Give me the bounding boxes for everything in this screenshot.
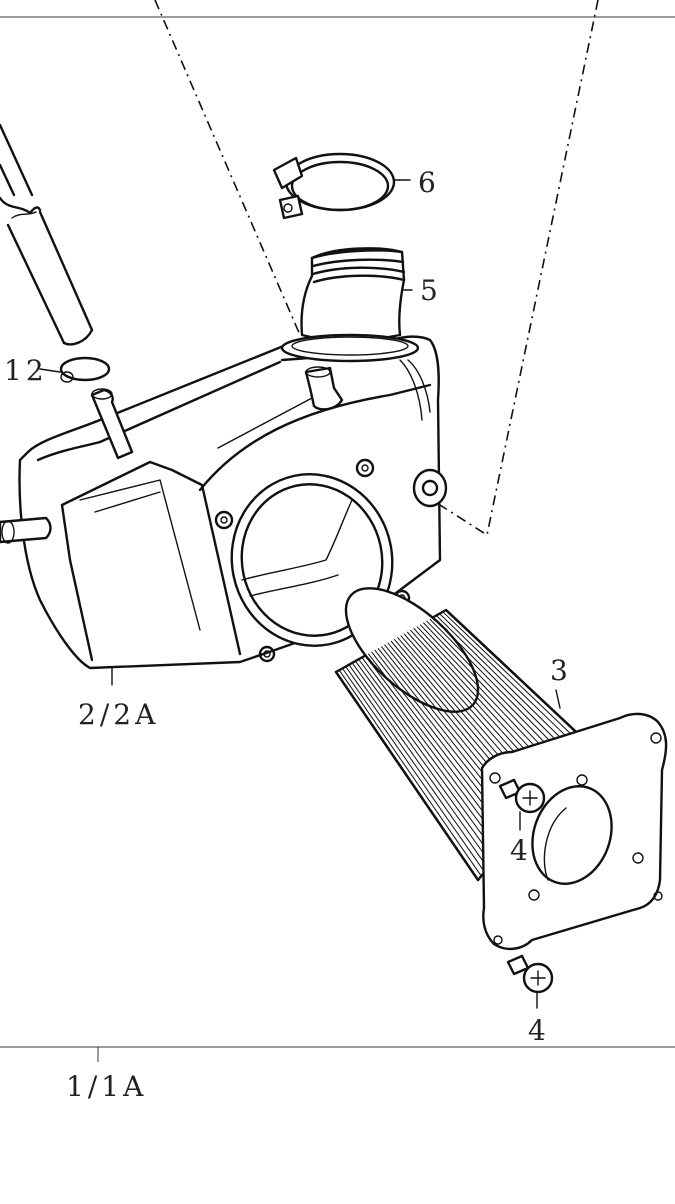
- callout-clamp: 6: [418, 166, 436, 199]
- filter-pleat-line: [435, 615, 581, 758]
- filter-pleat-line: [348, 664, 492, 865]
- filter-pleat-line: [442, 611, 588, 750]
- hose-clamp: [272, 152, 411, 220]
- filter-pleat-line: [432, 616, 578, 762]
- callout-clip: 12: [4, 354, 48, 387]
- callout-screw-upper: 4: [510, 834, 528, 867]
- elbow-hose: [300, 247, 413, 347]
- filter-leader: [555, 689, 561, 709]
- filter-pleat-line: [439, 613, 584, 754]
- callout-filter-element: 3: [550, 654, 568, 687]
- filter-pleat-line: [361, 657, 505, 849]
- filter-pleat-line: [358, 658, 502, 853]
- inlet-tube: [0, 123, 94, 346]
- callout-assembly: 1/1A: [66, 1070, 147, 1103]
- callout-air-box: 2/2A: [78, 698, 159, 731]
- filter-pleat-line: [345, 666, 489, 869]
- screw-upper: [498, 778, 546, 831]
- callout-elbow-hose: 5: [420, 274, 438, 307]
- hose-clip: [39, 356, 111, 383]
- filter-pleat-line: [351, 662, 495, 861]
- assembly-guide-lines: [154, 0, 599, 537]
- filter-end-plate: [480, 712, 668, 951]
- filter-pleat-line: [342, 668, 485, 873]
- filter-pleat-line: [338, 669, 482, 877]
- filter-pleat-line: [355, 660, 499, 857]
- callout-screw-lower: 4: [528, 1014, 546, 1047]
- air-box-housing: [0, 333, 448, 670]
- screw-lower: [506, 954, 554, 1009]
